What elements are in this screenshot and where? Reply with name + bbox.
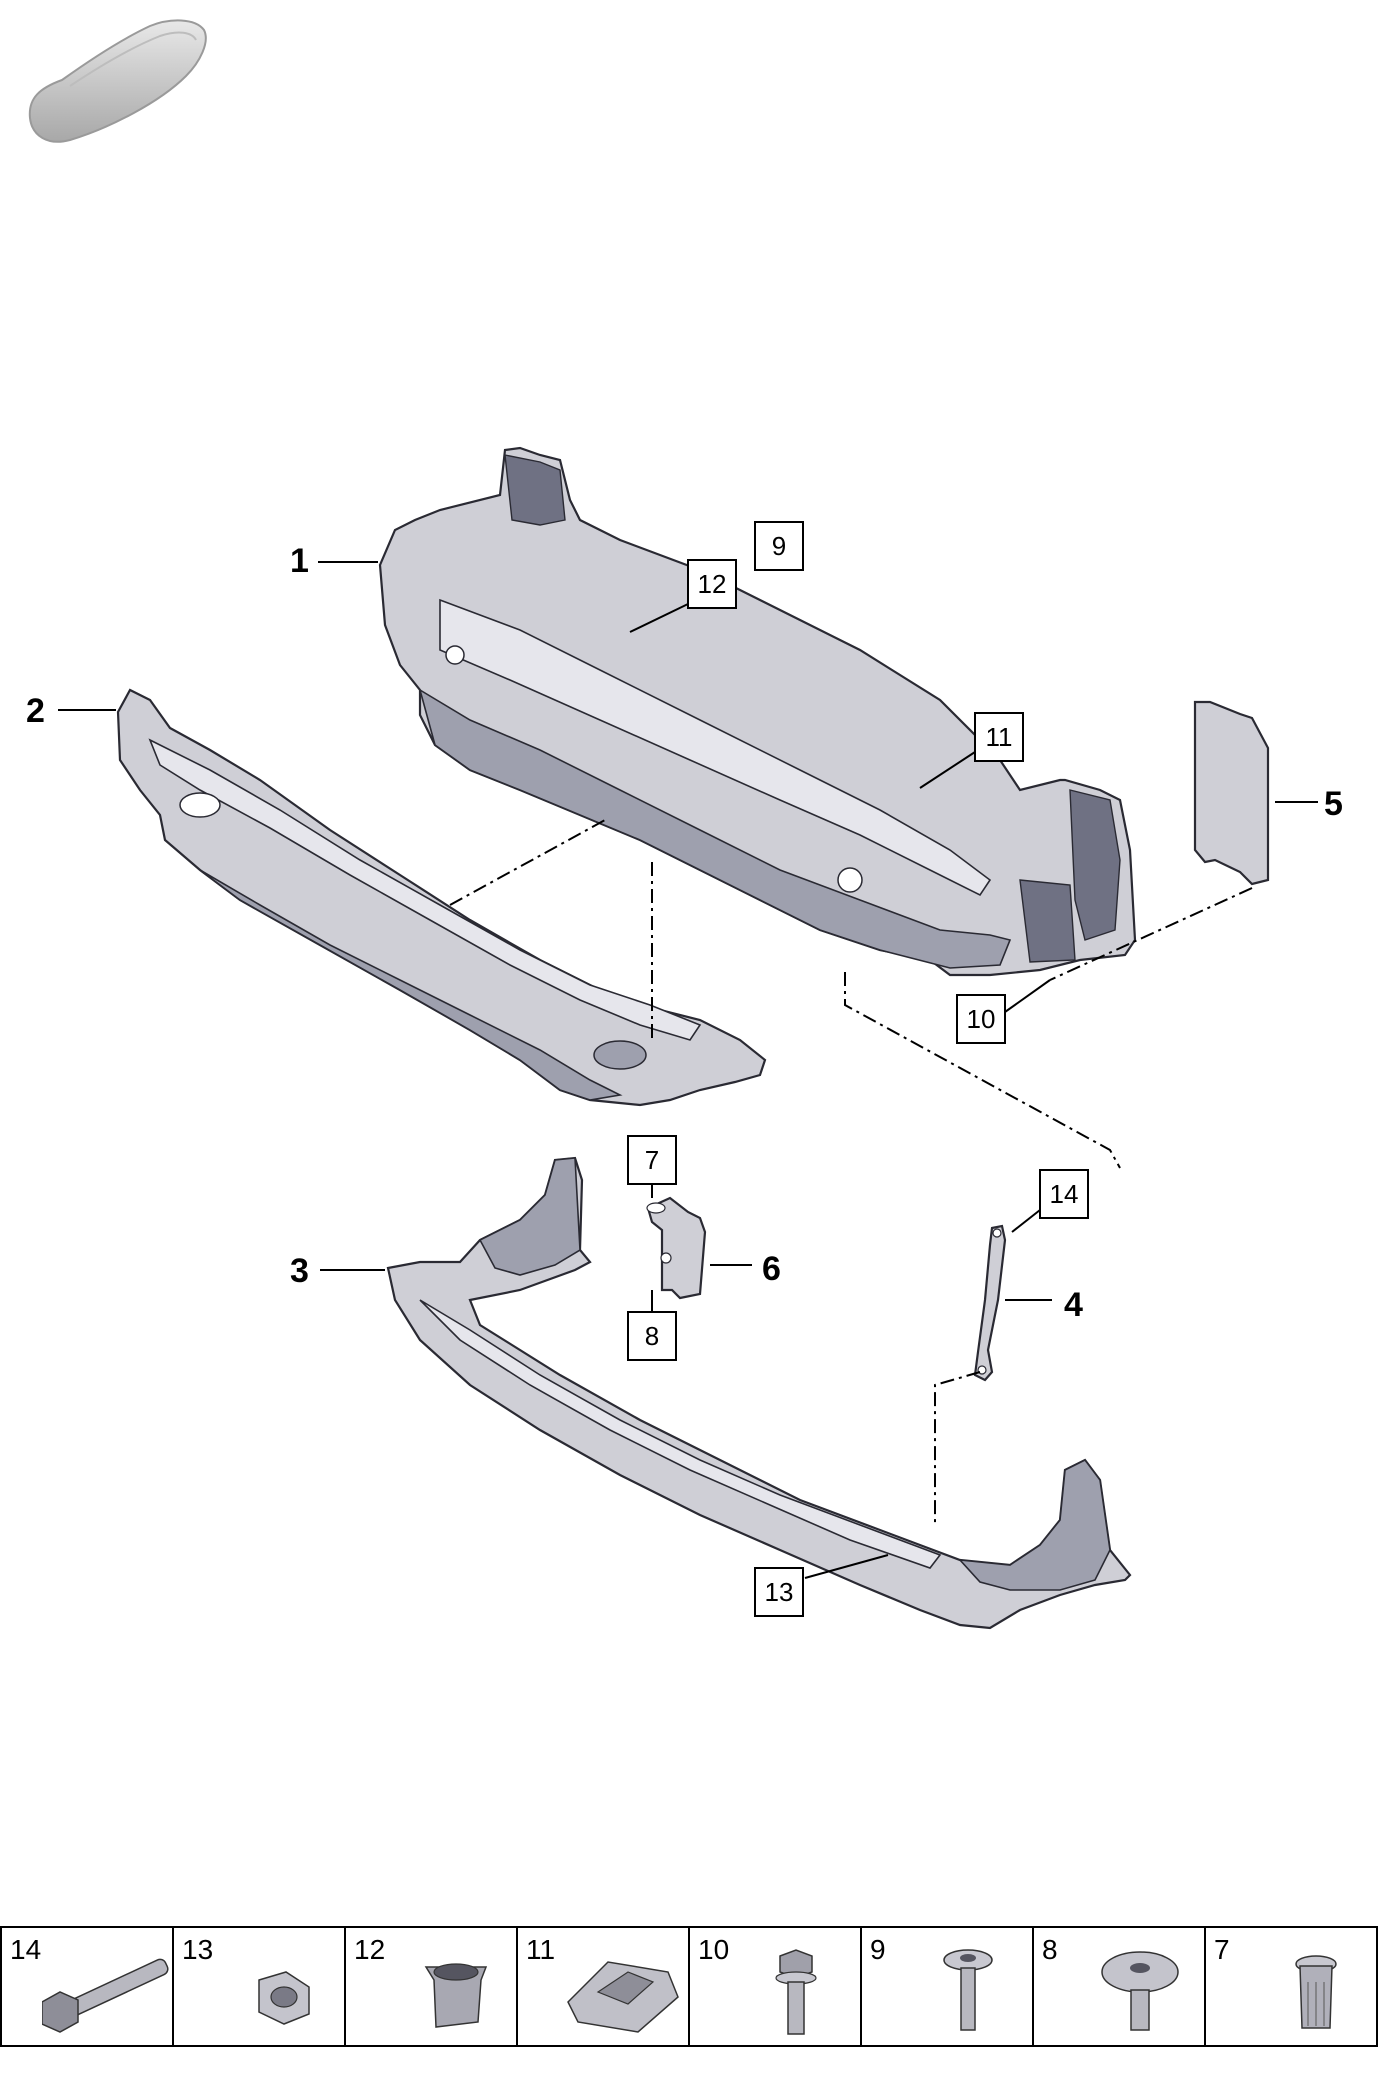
leader-12 <box>629 603 689 633</box>
legend-number: 13 <box>182 1934 214 1965</box>
legend-number: 7 <box>1214 1934 1230 1965</box>
legend-number: 11 <box>526 1934 556 1965</box>
fastener-legend: 14 13 12 11 10 9 <box>0 1926 1378 2047</box>
legend-cell-9: 9 <box>862 1928 1034 2045</box>
callout-1: 1 <box>290 542 309 580</box>
callout-3: 3 <box>290 1252 309 1290</box>
callout-5: 5 <box>1324 785 1343 823</box>
leader-10 <box>1004 979 1051 1013</box>
svg-text:9: 9 <box>772 531 786 561</box>
impact-absorber-part <box>116 688 767 1107</box>
assembly-line-2-to-1 <box>449 819 606 906</box>
box-callout-12: 12 <box>687 559 737 609</box>
assembly-line-5-10 <box>1049 887 1253 981</box>
legend-cell-12: 12 <box>346 1928 518 2045</box>
hex-bolt-icon <box>42 1958 169 2033</box>
box-callout-8: 8 <box>627 1311 677 1361</box>
legend-cell-7: 7 <box>1206 1928 1376 2045</box>
svg-text:11: 11 <box>986 722 1013 752</box>
rivet-nut-icon <box>1295 1955 1337 2029</box>
box-callout-10: 10 <box>956 994 1006 1044</box>
bumper-carrier-part <box>378 446 1137 977</box>
mounting-bracket-part <box>646 1196 707 1300</box>
svg-text:14: 14 <box>1050 1179 1079 1209</box>
cover-plate-part <box>1193 700 1270 886</box>
svg-text:10: 10 <box>967 1004 996 1034</box>
box-callout-11: 11 <box>974 712 1024 762</box>
callout-4: 4 <box>1064 1286 1083 1324</box>
rod-bracket-part <box>973 1224 1007 1382</box>
legend-cell-11: 11 <box>518 1928 690 2045</box>
leader-13 <box>804 1554 889 1579</box>
legend-number: 8 <box>1042 1934 1058 1965</box>
torx-screw-icon <box>943 1949 993 2031</box>
svg-text:13: 13 <box>765 1577 794 1607</box>
box-callout-7: 7 <box>627 1135 677 1185</box>
callout-2: 2 <box>26 692 45 730</box>
legend-number: 12 <box>354 1934 386 1965</box>
leader-11 <box>919 751 976 789</box>
flange-bolt-icon <box>775 1949 817 2035</box>
box-callout-13: 13 <box>754 1567 804 1617</box>
legend-cell-13: 13 <box>174 1928 346 2045</box>
legend-number: 9 <box>870 1934 886 1965</box>
legend-cell-8: 8 <box>1034 1928 1206 2045</box>
box-callout-9: 9 <box>754 521 804 571</box>
svg-text:12: 12 <box>698 569 727 599</box>
assembly-line-14 <box>844 972 1121 1169</box>
car-thumbnail-icon <box>28 19 207 143</box>
callout-6: 6 <box>762 1250 781 1288</box>
svg-text:7: 7 <box>645 1145 659 1175</box>
svg-text:8: 8 <box>645 1321 659 1351</box>
spring-clip-nut-icon <box>567 1961 679 2033</box>
pan-head-screw-icon <box>1101 1951 1179 2031</box>
lower-crossmember-part <box>386 1156 1132 1630</box>
legend-number: 10 <box>698 1934 730 1965</box>
leader-14 <box>1011 1209 1041 1233</box>
legend-cell-14: 14 <box>2 1928 174 2045</box>
legend-cell-10: 10 <box>690 1928 862 2045</box>
assembly-line-13 <box>934 1371 981 1525</box>
box-callout-14: 14 <box>1039 1169 1089 1219</box>
hex-nut-icon <box>258 1971 310 2025</box>
legend-number: 14 <box>10 1934 42 1965</box>
expanding-nut-icon <box>424 1963 488 2028</box>
